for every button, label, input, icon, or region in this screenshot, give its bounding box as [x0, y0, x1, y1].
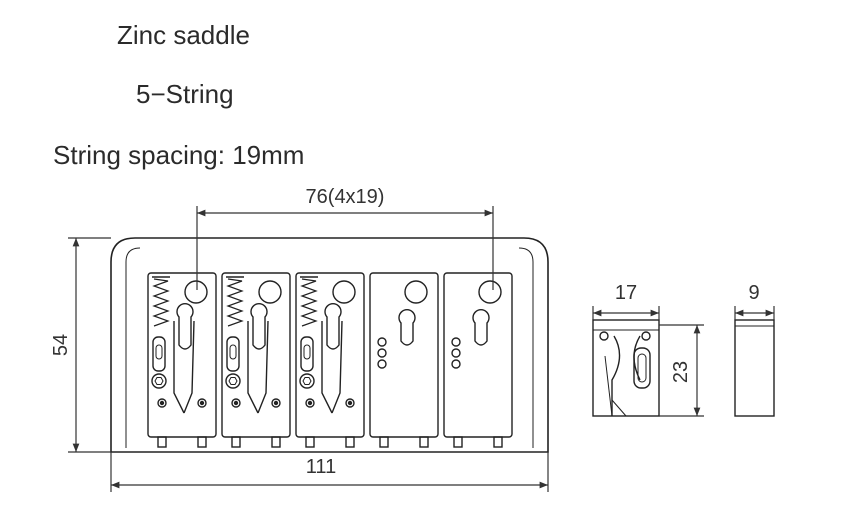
dimension-saddle-depth	[734, 306, 775, 320]
bridge-body	[110, 237, 549, 453]
dimension-saddle-height	[659, 324, 704, 417]
dimension-width	[110, 452, 549, 492]
dimension-label-saddle-width: 17	[615, 282, 637, 304]
saddle-2	[221, 272, 291, 448]
saddle-front-view	[592, 319, 660, 417]
saddle-3	[295, 272, 365, 448]
title-material: Zinc saddle	[117, 20, 250, 50]
dimension-saddle-width	[592, 306, 660, 320]
title-string-spacing: String spacing: 19mm	[53, 140, 305, 170]
title-string-count: 5−String	[136, 79, 234, 109]
saddle-1	[147, 272, 217, 448]
dimension-label-saddle-height: 23	[670, 361, 692, 383]
saddle-side-view	[734, 319, 775, 417]
dimension-label-width: 111	[306, 456, 336, 478]
dimension-height	[68, 237, 111, 453]
saddle-4	[369, 272, 439, 448]
dimension-label-saddle-depth: 9	[748, 282, 759, 304]
dimension-label-height: 54	[50, 334, 72, 356]
saddle-5	[443, 272, 513, 448]
dimension-string-spacing	[196, 206, 494, 290]
dimension-label-spacing: 76(4x19)	[306, 186, 385, 208]
